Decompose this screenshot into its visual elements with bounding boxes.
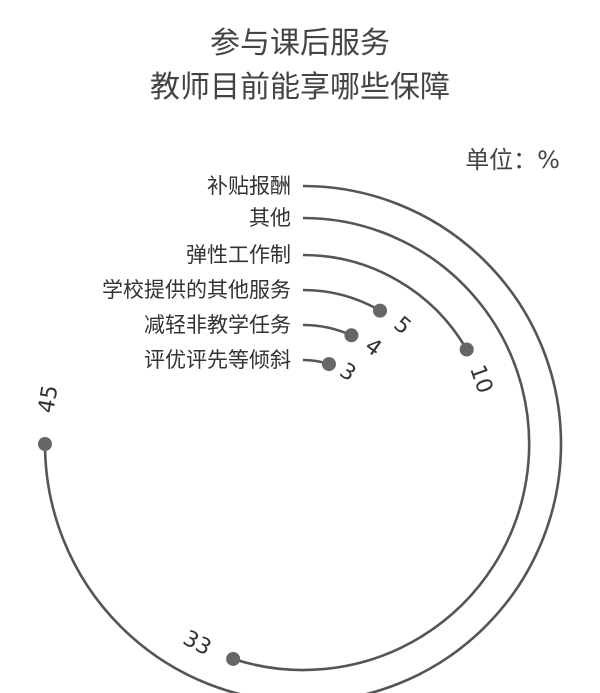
bar-end-dot <box>38 437 52 451</box>
value-label: 33 <box>179 626 215 661</box>
bar-end-dot <box>226 651 241 666</box>
category-label: 减轻非教学任务 <box>144 313 291 337</box>
bar-arc <box>232 216 531 672</box>
bar-end-dot <box>321 357 336 372</box>
bar-end-dot <box>344 328 359 343</box>
category-label: 弹性工作制 <box>186 243 291 267</box>
bar-end-dot <box>459 342 474 357</box>
bar-arc <box>302 323 352 337</box>
bar-arc <box>43 184 563 693</box>
value-label: 10 <box>464 362 497 397</box>
chart-title-line-1: 参与课后服务 <box>210 26 390 61</box>
chart-title-line-2: 教师目前能享哪些保障 <box>150 70 450 105</box>
value-label: 3 <box>335 358 360 387</box>
bar-arc <box>302 288 381 312</box>
category-label: 评优评先等倾斜 <box>144 348 291 372</box>
value-label: 5 <box>389 312 416 340</box>
value-label: 4 <box>360 333 386 361</box>
bar-end-dot <box>373 303 387 318</box>
category-label: 补贴报酬 <box>207 174 291 198</box>
value-label: 45 <box>34 383 63 415</box>
unit-label: 单位：% <box>465 146 560 174</box>
category-label: 其他 <box>249 206 291 230</box>
category-label: 学校提供的其他服务 <box>102 278 291 302</box>
bar-arc <box>302 253 468 351</box>
